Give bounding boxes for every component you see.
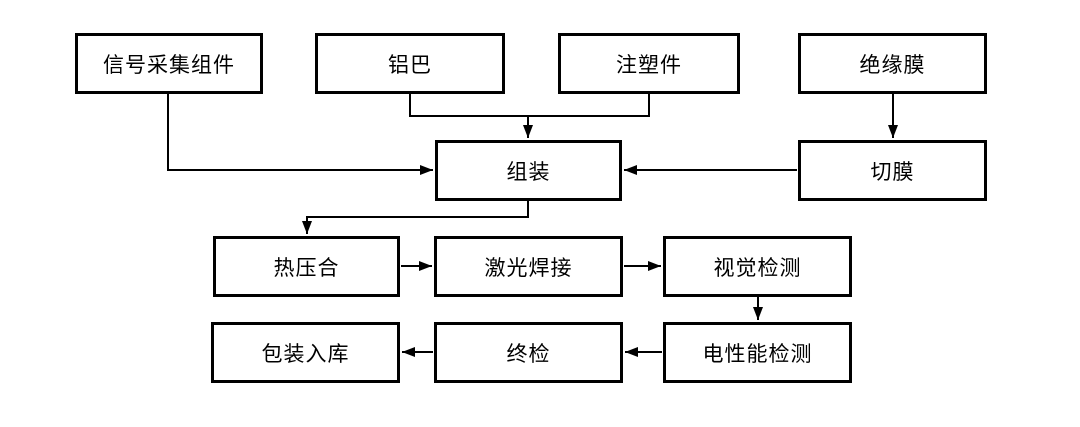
node-visual-inspection: 视觉检测 bbox=[663, 236, 852, 297]
node-signal-component: 信号采集组件 bbox=[75, 33, 263, 94]
node-electrical-test: 电性能检测 bbox=[663, 322, 852, 383]
node-packaging-storage: 包装入库 bbox=[211, 322, 400, 383]
node-hot-pressing: 热压合 bbox=[213, 236, 400, 297]
edge-merge-bus bbox=[409, 94, 650, 117]
node-laser-welding: 激光焊接 bbox=[434, 236, 623, 297]
edge-assembly-to-hotpress bbox=[302, 201, 529, 234]
node-assembly: 组装 bbox=[435, 140, 622, 201]
node-final-inspection: 终检 bbox=[434, 322, 623, 383]
node-injection-part: 注塑件 bbox=[558, 33, 740, 94]
node-film-cutting: 切膜 bbox=[798, 140, 987, 201]
node-aluminum-bar: 铝巴 bbox=[315, 33, 505, 94]
node-insulation-film: 绝缘膜 bbox=[798, 33, 987, 94]
edge-signal-to-assembly bbox=[167, 94, 433, 175]
